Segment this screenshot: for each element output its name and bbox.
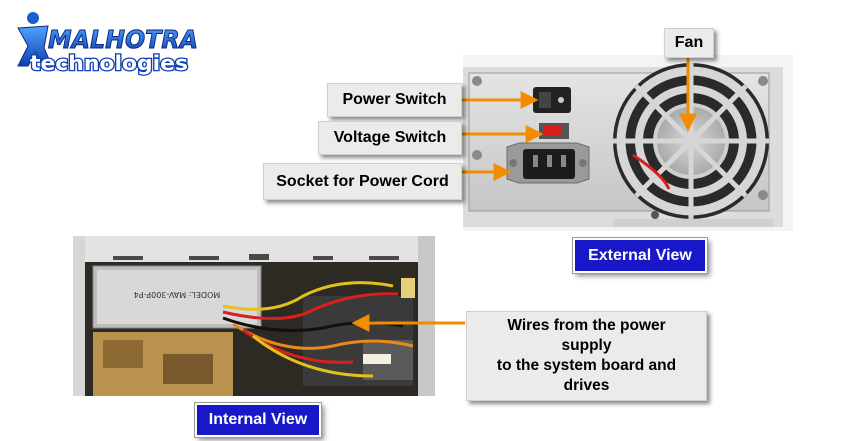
- voltage-switch-label: Voltage Switch: [318, 121, 462, 155]
- logo-line2: technologies: [30, 51, 188, 75]
- logo-figure-icon: [17, 12, 53, 67]
- internal-view-label: Internal View: [195, 403, 321, 437]
- external-view-photo: [463, 55, 793, 231]
- malhotra-technologies-logo: MALHOTRA technologies: [17, 12, 199, 76]
- fan-label: Fan: [664, 28, 714, 58]
- logo-line1: MALHOTRA: [48, 25, 198, 54]
- power-switch-label: Power Switch: [327, 83, 462, 117]
- fan-icon: [613, 63, 769, 219]
- socket-label: Socket for Power Cord: [263, 163, 462, 200]
- psu-model-text: MODEL: MAV-300P-P4: [134, 290, 221, 299]
- external-view-label: External View: [573, 238, 707, 273]
- power-switch-icon: [533, 87, 571, 113]
- wires-label: Wires from the power supply to the syste…: [466, 311, 707, 401]
- internal-view-photo: MODEL: MAV-300P-P4: [73, 236, 435, 396]
